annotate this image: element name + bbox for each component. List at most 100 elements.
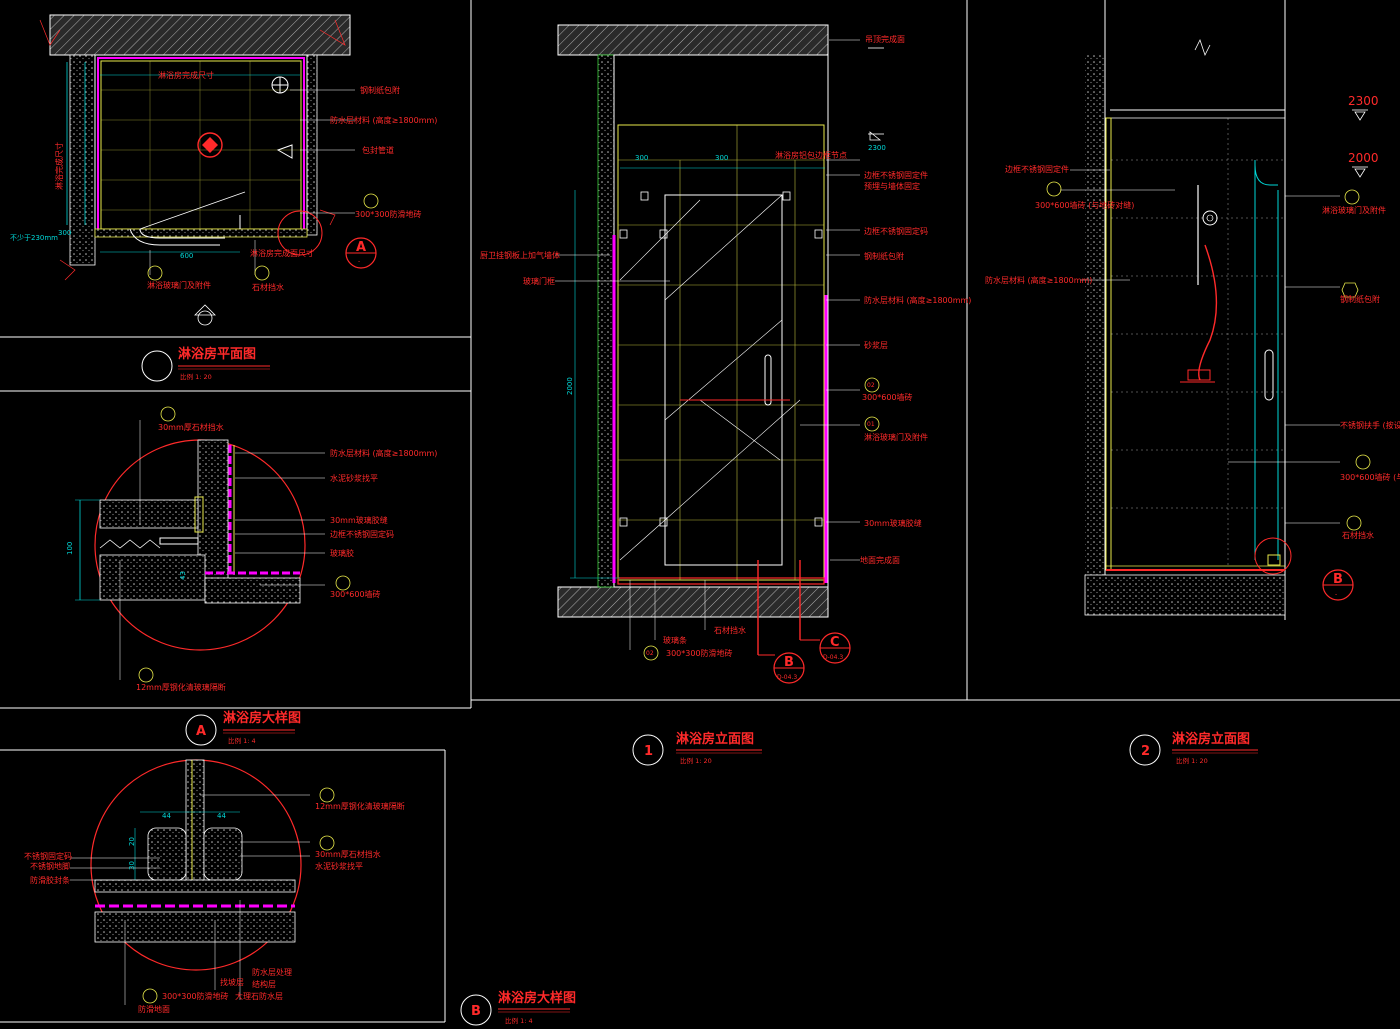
elev1-scale: 比例 1: 20 [680, 756, 712, 765]
elev1-label-8: 300*600墙砖 [862, 392, 913, 402]
detail-a-label-0: 30mm厚石材挡水 [158, 422, 224, 432]
elev2-label-7: 石材挡水 [1342, 530, 1374, 540]
elev2-label-5: 不锈钢扶手 (按设计安装) [1340, 420, 1400, 430]
detail-b-label-4: 不锈钢地脚 [30, 861, 70, 871]
elev1-label-1: 淋浴房铝包边框节点 [775, 150, 847, 160]
elev2-label-1: 300*600墙砖 (与地砖对缝) [1035, 200, 1134, 210]
plan-label-7: 淋浴房完成面尺寸 [250, 248, 314, 258]
elevation-1-view: B D-04.3 C D-04.3 02 [480, 24, 971, 766]
detail-b-label-11: 防滑地面 [138, 1004, 170, 1014]
elev1-tag-0: 02 [867, 382, 875, 389]
elev1-tag-2: 02 [646, 650, 654, 657]
detail-b-label-3: 不锈钢固定码 [24, 851, 72, 861]
elev1-label-4: 边框不锈钢固定码 [864, 226, 928, 236]
detail-b-label-2: 水泥砂浆找平 [315, 861, 363, 871]
elev1-label-0: 吊顶完成面 [865, 34, 905, 44]
callout-b2-letter: B [1333, 572, 1343, 587]
detail-b-dim-3: 30 [128, 861, 136, 870]
plan-label-0: 钢制纸包附 [360, 85, 400, 95]
callout-c-ref: D-04.3 [823, 654, 843, 661]
plan-label-8: 淋浴完成尺寸 [54, 142, 64, 190]
detail-a-label-2: 水泥砂浆找平 [330, 473, 378, 483]
detail-b-label-10: 300*300防滑地砖 [162, 991, 229, 1001]
elev1-label-14: 玻璃条 [663, 635, 687, 645]
elev1-label-7: 砂浆层 [864, 340, 888, 350]
detail-b-scale: 比例 1: 4 [505, 1016, 533, 1025]
elev1-label-3: 预埋与墙体固定 [864, 181, 920, 191]
detail-b-label-6: 防水层处理 [252, 967, 292, 977]
callout-b2-ref: - [1335, 591, 1337, 598]
elev2-label-4: 钢制纸包附 [1340, 294, 1380, 304]
plan-scale: 比例 1: 20 [180, 372, 212, 381]
plan-label-3: 300*300防滑地砖 [355, 209, 422, 219]
detail-a-dim-0: 100 [66, 542, 74, 555]
elev2-title: 淋浴房立面图 [1172, 731, 1250, 747]
callout-b-letter: B [784, 655, 794, 670]
plan-title: 淋浴房平面图 [178, 346, 256, 362]
plan-dim-0: 不少于230mm [10, 234, 58, 242]
detail-b-label-0: 12mm厚钢化清玻璃隔断 [315, 801, 405, 811]
detail-b-dim-2: 20 [128, 837, 136, 846]
callout-a-letter: A [356, 240, 366, 255]
plan-label-6: 淋浴房完成尺寸 [158, 70, 214, 80]
elev1-label-6: 防水层材料 (高度≥1800mm) [864, 295, 971, 305]
detail-a-dim-1: 43 [179, 571, 187, 580]
detail-a-label-1: 防水层材料 (高度≥1800mm) [330, 448, 437, 458]
elev2-scale: 比例 1: 20 [1176, 756, 1208, 765]
detail-a-label-7: 12mm厚钢化清玻璃隔断 [136, 682, 226, 692]
detail-a-title: 淋浴房大样图 [223, 710, 301, 726]
elev1-label-5: 钢制纸包附 [864, 251, 904, 261]
detail-b-dim-0: 44 [162, 812, 171, 820]
elev1-label-13: 玻璃门框 [523, 276, 555, 286]
elev1-dim-0: 2300 [868, 144, 886, 152]
elev1-dim-1: 300 [635, 154, 648, 162]
detail-b-view: 12mm厚钢化清玻璃隔断 30mm厚石材挡水 水泥砂浆找平 不锈钢固定码 不锈钢… [24, 759, 576, 1026]
detail-b-label-8: 找坡层 [220, 977, 244, 987]
detail-b-label-9: 大理石防水层 [235, 991, 283, 1001]
elev1-label-9: 淋浴玻璃门及附件 [864, 432, 928, 442]
plan-dim-1: 600 [180, 252, 193, 260]
plan-label-4: 淋浴玻璃门及附件 [147, 280, 211, 290]
elev2-label-3: 防水层材料 (高度≥1800mm) [985, 275, 1092, 285]
plan-label-1: 防水层材料 (高度≥1800mm) [330, 115, 437, 125]
detail-a-label-5: 玻璃胶 [330, 548, 354, 558]
plan-view: A - 钢制纸包附 防水层材料 (高度≥1800mm) 包封管道 300*300… [10, 14, 437, 382]
detail-b-label-1: 30mm厚石材挡水 [315, 849, 381, 859]
plan-label-2: 包封管道 [362, 145, 394, 155]
detail-a-view: 30mm厚石材挡水 防水层材料 (高度≥1800mm) 水泥砂浆找平 30mm玻… [66, 406, 437, 746]
elev1-label-10: 30mm玻璃胶缝 [864, 518, 922, 528]
elev1-dim-2: 300 [715, 154, 728, 162]
callout-b-ref: D-04.3 [777, 674, 797, 681]
elev2-label-2: 淋浴玻璃门及附件 [1322, 205, 1386, 215]
elev2-marker: 2 [1141, 744, 1150, 759]
detail-b-dim-1: 44 [217, 812, 226, 820]
elevation-2-view: B - 边框不锈钢固定件 300*600墙砖 (与地砖对缝) 淋浴玻璃门及附件 … [985, 0, 1400, 766]
elev1-label-2: 边框不锈钢固定件 [864, 170, 928, 180]
detail-a-label-6: 300*600墙砖 [330, 589, 381, 599]
detail-b-label-7: 结构层 [252, 979, 276, 989]
elev1-label-11: 地面完成面 [860, 555, 900, 565]
detail-b-marker: B [471, 1004, 481, 1019]
detail-a-marker: A [196, 724, 206, 739]
elev2-label-6: 300*600墙砖 (与地砖对缝) [1340, 472, 1400, 482]
elev2-dim-0: 2300 [1348, 94, 1379, 108]
elev1-dim-3: 2000 [566, 377, 574, 395]
detail-a-label-3: 30mm玻璃胶缝 [330, 515, 388, 525]
elev1-marker: 1 [644, 744, 653, 759]
plan-dim-2: 300 [58, 229, 71, 237]
detail-b-label-5: 防滑胶封条 [30, 875, 70, 885]
elev1-tag-1: 01 [867, 421, 875, 428]
detail-a-label-4: 边框不锈钢固定码 [330, 529, 394, 539]
elev1-label-16: 石材挡水 [714, 625, 746, 635]
elev2-dim-1: 2000 [1348, 151, 1379, 165]
elev1-label-15: 300*300防滑地砖 [666, 648, 733, 658]
plan-label-5: 石材挡水 [252, 282, 284, 292]
elev2-label-0: 边框不锈钢固定件 [1005, 164, 1069, 174]
detail-b-title: 淋浴房大样图 [498, 990, 576, 1006]
callout-a-ref: - [358, 258, 360, 265]
callout-c-letter: C [830, 635, 840, 650]
detail-a-scale: 比例 1: 4 [228, 736, 256, 745]
elev1-label-12: 厨卫挂钢板上加气墙体 [480, 250, 560, 260]
elev1-title: 淋浴房立面图 [676, 731, 754, 747]
